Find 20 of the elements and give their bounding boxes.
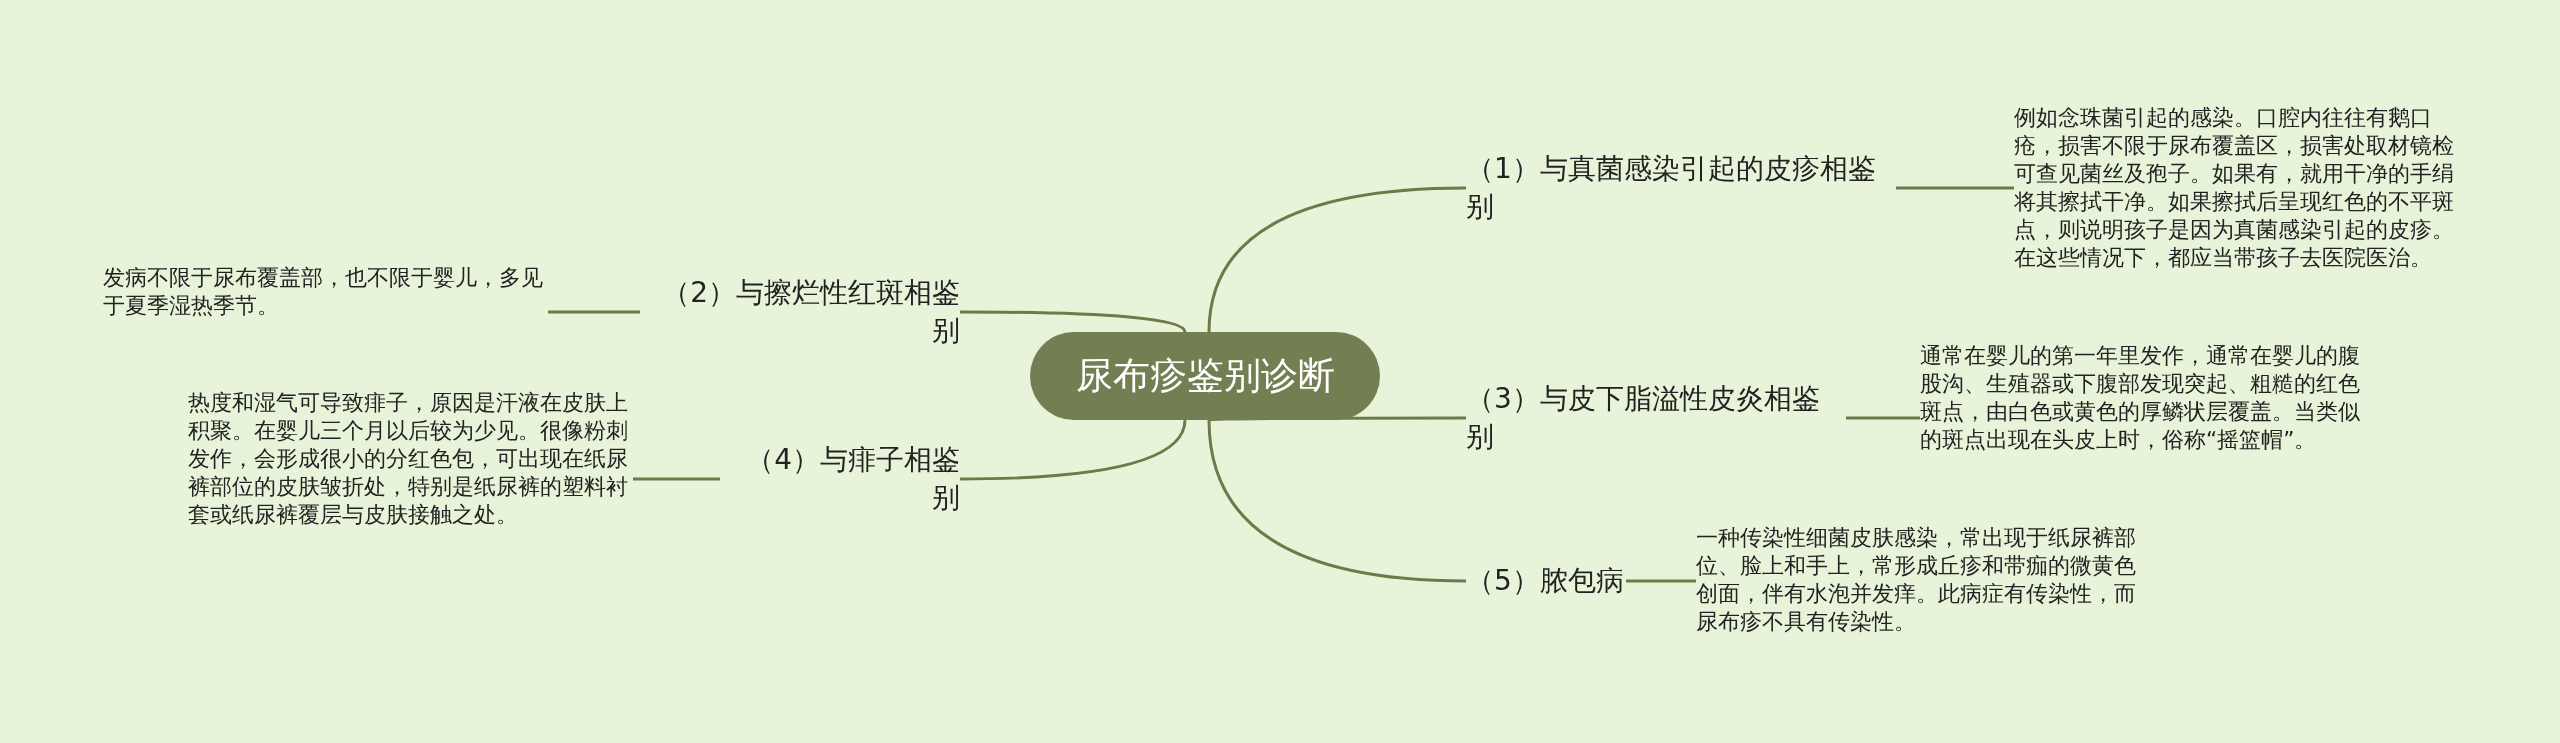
connector bbox=[1626, 579, 1696, 583]
connector bbox=[1207, 419, 1467, 583]
branch-topic: （1）与真菌感染引起的皮疹相鉴别 bbox=[1466, 150, 1896, 226]
branch-topic: （5）脓包病 bbox=[1466, 562, 1626, 600]
note-text: 发病不限于尿布覆盖部，也不限于婴儿，多见于夏季湿热季节。 bbox=[103, 264, 548, 320]
connector bbox=[1207, 186, 1467, 333]
connector bbox=[960, 419, 1187, 481]
connector bbox=[633, 477, 720, 481]
note-text: 一种传染性细菌皮肤感染，常出现于纸尿裤部位、脸上和手上，常形成丘疹和带痂的微黄色创面，伴有水泡并发痒。此病症有传染性，而尿布疹不具有传染性。 bbox=[1696, 524, 2141, 636]
branch-topic: （3）与皮下脂溢性皮炎相鉴别 bbox=[1466, 380, 1846, 456]
note-text: 例如念珠菌引起的感染。口腔内往往有鹅口疮，损害不限于尿布覆盖区，损害处取材镜检可查见菌丝及孢子。如果有，就用干净的手绢将其擦拭干净。如果擦拭后呈现红色的不平斑点，则说明孩子是因为真菌感染引起的皮疹。在这些情况下，都应当带孩子去医院医治。 bbox=[2014, 104, 2459, 272]
connector bbox=[1846, 416, 1920, 420]
connector bbox=[548, 310, 640, 314]
branch-topic: （4）与痱子相鉴别 bbox=[720, 441, 960, 517]
branch-topic: （2）与擦烂性红斑相鉴别 bbox=[640, 274, 960, 350]
connector bbox=[960, 310, 1187, 333]
note-text: 通常在婴儿的第一年里发作，通常在婴儿的腹股沟、生殖器或下腹部发现突起、粗糙的红色斑点，由白色或黄色的厚鳞状层覆盖。当类似的斑点出现在头皮上时，俗称“摇篮帽”。 bbox=[1920, 342, 2365, 454]
note-text: 热度和湿气可导致痱子，原因是汗液在皮肤上积聚。在婴儿三个月以后较为少见。很像粉刺发作，会形成很小的分红色包，可出现在纸尿裤部位的皮肤皱折处，特别是纸尿裤的塑料衬套或纸尿裤覆层与皮肤接触之处。 bbox=[188, 389, 633, 529]
central-topic: 尿布疹鉴别诊断 bbox=[1030, 332, 1380, 420]
connector bbox=[1896, 186, 2014, 190]
